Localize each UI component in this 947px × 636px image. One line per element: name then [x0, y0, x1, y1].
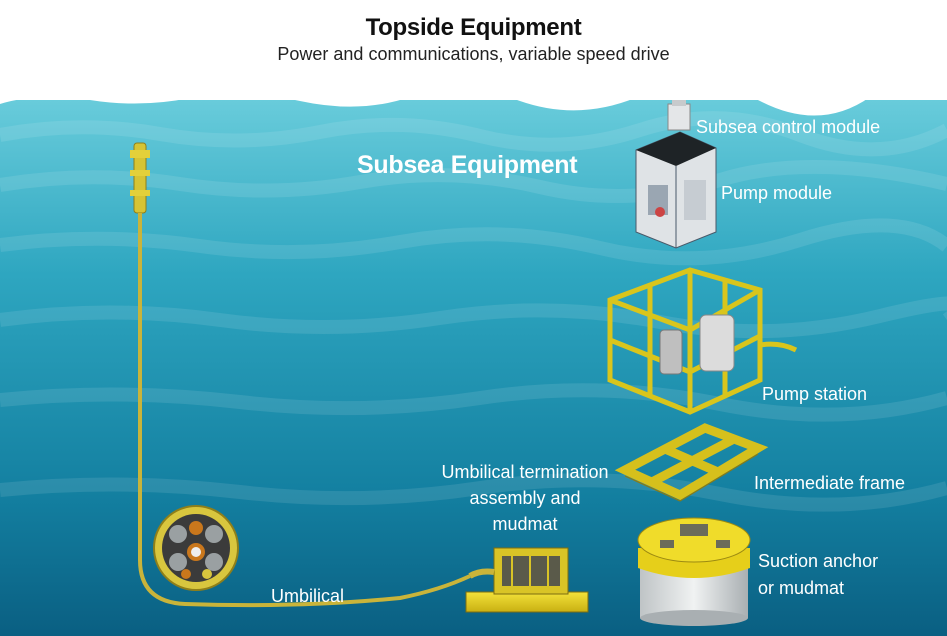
intermediate-frame-icon [614, 423, 769, 501]
label-pump-module: Pump module [721, 183, 833, 203]
pump-module-icon [635, 131, 717, 249]
label-suction-anchor-line2: or mudmat [758, 578, 845, 598]
label-umbilical: Umbilical [271, 586, 345, 606]
uta-mudmat-icon [465, 547, 589, 613]
subsea-title: Subsea Equipment [357, 151, 578, 179]
topside-panel: Topside Equipment Power and communicatio… [0, 0, 947, 100]
riser-head-icon [130, 142, 150, 214]
label-suction-anchor-line1: Suction anchor [758, 551, 879, 571]
pump-station-icon [607, 267, 763, 415]
label-uta-line1: Umbilical termination [441, 462, 609, 482]
topside-title: Topside Equipment [365, 14, 582, 41]
label-uta-line3: mudmat [492, 514, 558, 534]
label-control-module: Subsea control module [696, 117, 881, 137]
suction-anchor-icon [637, 517, 751, 626]
label-pump-station: Pump station [762, 384, 868, 404]
pump-station-internals [659, 314, 798, 375]
umbilical-cross-section-icon [153, 505, 239, 591]
umbilical-line [138, 213, 471, 608]
label-intermediate-frame: Intermediate frame [754, 473, 906, 493]
topside-subtitle: Power and communications, variable speed… [277, 44, 670, 64]
control-module-icon [667, 100, 691, 131]
label-uta-line2: assembly and [469, 488, 581, 508]
